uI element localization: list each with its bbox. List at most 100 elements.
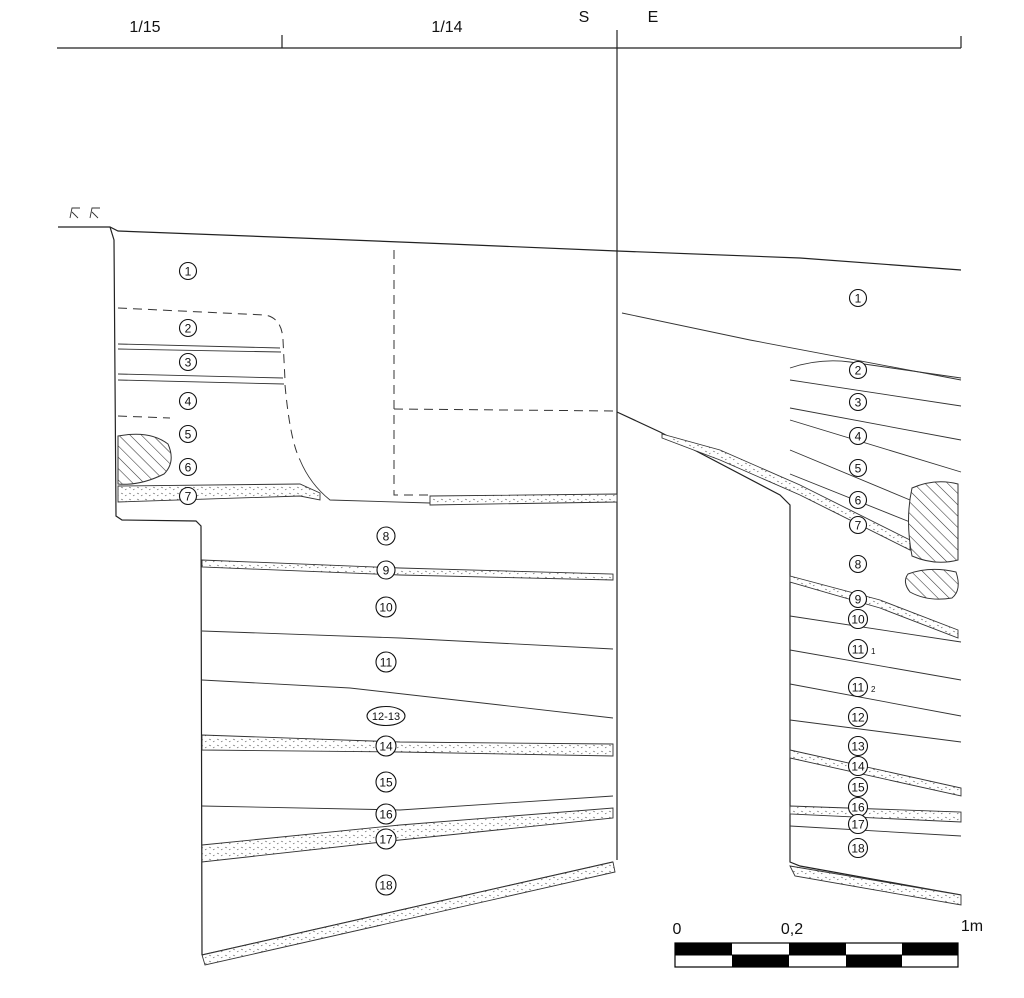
scale-label-zero: 0	[673, 921, 682, 938]
svg-text:2: 2	[855, 364, 862, 378]
layer-17-stipple	[201, 807, 614, 863]
layer-label: 4	[848, 426, 868, 446]
grid-axis: 1/15 1/14 S E	[57, 9, 962, 49]
scale-segment	[902, 943, 958, 955]
layer-label: 16	[847, 796, 869, 818]
svg-text:3: 3	[855, 396, 862, 410]
feature-cut	[284, 384, 301, 461]
stone-hatched	[908, 481, 959, 563]
svg-text:11: 11	[852, 643, 865, 657]
layer-label: 12	[847, 706, 869, 728]
svg-text:4: 4	[185, 395, 192, 409]
layer-label: 5	[178, 424, 198, 444]
svg-text:14: 14	[851, 760, 865, 774]
wall-label-south: S	[579, 9, 590, 26]
layer-label: 15	[375, 771, 397, 793]
dashed-feature	[393, 408, 618, 412]
layer-label: 8	[848, 554, 868, 574]
layer-label: 9	[848, 589, 868, 609]
svg-text:1: 1	[855, 292, 862, 306]
layer-boundary	[789, 449, 911, 501]
layer-boundary	[201, 630, 614, 650]
layer-label: 6	[178, 457, 198, 477]
layer-14-stipple	[201, 734, 614, 757]
svg-text:7: 7	[185, 490, 192, 504]
svg-text:15: 15	[379, 776, 393, 790]
layer-label: 4	[178, 391, 198, 411]
stone-hatched	[904, 568, 959, 600]
svg-text:9: 9	[855, 593, 862, 607]
layer-label: 6	[848, 490, 868, 510]
surface-line	[616, 250, 962, 271]
layer-boundary	[621, 312, 962, 381]
layer-boundary	[201, 679, 614, 719]
wall-label-east: E	[648, 9, 659, 26]
scale-segment	[789, 943, 846, 955]
layer-boundary	[789, 649, 962, 681]
svg-text:10: 10	[379, 601, 393, 615]
floor-stipple	[789, 865, 962, 906]
svg-text:17: 17	[379, 833, 393, 847]
layer-label: 14	[375, 735, 397, 757]
layer-boundary	[789, 683, 962, 717]
layer-boundary	[789, 719, 962, 743]
svg-text:5: 5	[185, 428, 192, 442]
layer-14-stipple	[789, 749, 962, 797]
layer-label: 10	[375, 596, 397, 618]
scale-bar: 0 0,2 1m	[673, 918, 983, 968]
layer-label: 18	[375, 874, 397, 896]
layer-label: 14	[847, 755, 869, 777]
svg-text:18: 18	[851, 842, 865, 856]
layer-label: 2	[848, 360, 868, 380]
pit-outline	[616, 411, 962, 896]
layer-boundary	[117, 343, 282, 353]
east-section	[616, 250, 962, 906]
svg-text:2: 2	[185, 322, 192, 336]
layer-label: 11 2	[847, 676, 876, 698]
svg-text:15: 15	[851, 781, 865, 795]
scale-segment	[846, 955, 902, 967]
layer-label: 7	[848, 515, 868, 535]
layer-boundary	[789, 615, 962, 643]
layer-label: 16	[375, 803, 397, 825]
floor-stipple	[201, 861, 616, 966]
layer-16-stipple	[789, 805, 962, 823]
layer-boundary	[201, 795, 614, 811]
layer-boundary	[789, 379, 962, 407]
layer-boundary	[789, 419, 962, 473]
layer-label: 2	[178, 318, 198, 338]
layer-label: 10	[847, 608, 869, 630]
svg-text:2: 2	[871, 685, 876, 694]
svg-text:1: 1	[185, 265, 192, 279]
layer-label: 18	[847, 837, 869, 859]
square-label-1-14: 1/14	[431, 19, 462, 36]
svg-text:8: 8	[855, 558, 862, 572]
svg-text:12: 12	[851, 711, 865, 725]
layer-label: 3	[178, 352, 198, 372]
svg-text:16: 16	[379, 808, 393, 822]
square-label-1-15: 1/15	[129, 19, 160, 36]
layer-label: 17	[847, 813, 869, 835]
layer-label: 7	[178, 486, 198, 506]
south-layer-labels: 1 2 3 4 5 6 7 8 9 10 11 12-13 14 15 16 1…	[178, 261, 406, 896]
layer-label: 11	[375, 651, 397, 673]
pit-outline	[109, 226, 203, 956]
svg-text:18: 18	[379, 879, 393, 893]
south-section	[58, 207, 618, 966]
layer-label: 12-13	[366, 705, 406, 727]
layer-label: 9	[376, 560, 396, 580]
svg-text:3: 3	[185, 356, 192, 370]
layer-label: 5	[848, 458, 868, 478]
svg-text:8: 8	[383, 530, 390, 544]
layer-boundary	[117, 415, 171, 419]
svg-text:1: 1	[871, 647, 876, 656]
stone-hatched	[117, 433, 172, 485]
svg-text:9: 9	[383, 564, 390, 578]
scale-segment	[732, 955, 789, 967]
layer-label: 1	[178, 261, 198, 281]
svg-text:11: 11	[852, 681, 865, 695]
svg-text:5: 5	[855, 462, 862, 476]
svg-text:14: 14	[379, 740, 393, 754]
